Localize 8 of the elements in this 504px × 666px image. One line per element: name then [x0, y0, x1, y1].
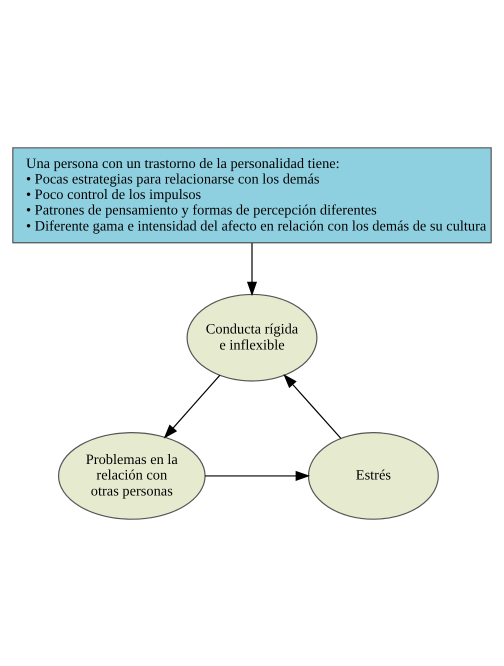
arrow	[164, 374, 220, 438]
arrow	[246, 242, 258, 296]
node-ellipse: Problemas en la relación con otras personas	[58, 432, 206, 520]
node-ellipse: Conducta rígida e inflexible	[186, 293, 318, 382]
node-ellipse: Estrés	[308, 432, 439, 520]
arrow	[204, 470, 310, 480]
node-box: Una persona con un trastorno de la personalidad tiene: • Pocas estrategias para relacionarse con los demás • Poco control de los impulsos • Patrones de pensamiento y formas de percepción diferentes • Diferente gama e intensidad del afecto en relación con los demás de su cultura	[12, 146, 492, 243]
arrow	[283, 373, 342, 438]
